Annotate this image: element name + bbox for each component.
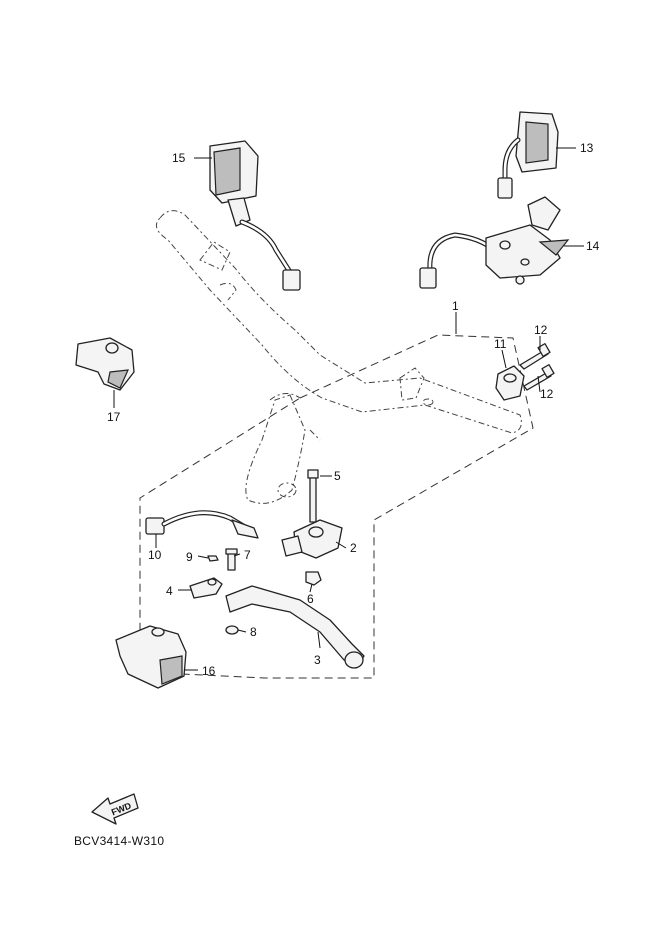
left-grip-end [75, 337, 135, 391]
clutch-switch [145, 510, 259, 539]
callout-17: 17 [107, 410, 121, 424]
callout-7: 7 [244, 548, 251, 562]
lever-washer [225, 625, 239, 635]
callout-2: 2 [350, 541, 357, 555]
holder-bolt [307, 469, 319, 523]
callout-15: 15 [172, 151, 186, 165]
drawing-code: BCV3414-W310 [74, 834, 165, 848]
callout-14: 14 [586, 239, 600, 253]
callout-3: 3 [314, 653, 321, 667]
left-handlebar-switch [209, 140, 301, 291]
handlebar-holder [495, 365, 525, 401]
handlebar [155, 210, 522, 504]
lever-holder [281, 519, 343, 559]
callout-12-top: 12 [534, 323, 548, 337]
callout-11: 11 [494, 337, 507, 351]
lever-pin [207, 555, 219, 562]
holder-nut [305, 571, 322, 586]
callout-9: 9 [186, 550, 193, 564]
assembly-boundary [139, 334, 534, 679]
start-switch-assembly [419, 196, 570, 289]
callout-8: 8 [250, 625, 257, 639]
lever-cover [115, 625, 187, 689]
right-handlebar-switch [497, 111, 559, 199]
lever-pivot-bolt [225, 548, 238, 571]
clutch-lever [225, 585, 365, 669]
callout-12-bottom: 12 [540, 387, 554, 401]
callout-16: 16 [202, 664, 216, 678]
callout-5: 5 [334, 469, 341, 483]
lever-adjuster [189, 577, 223, 599]
callout-6: 6 [307, 592, 314, 606]
callout-10: 10 [148, 548, 162, 562]
fwd-arrow-icon: FWD [91, 793, 139, 825]
holder-bolts [519, 343, 555, 391]
leader-lines [113, 147, 584, 671]
callout-1: 1 [452, 299, 459, 313]
callout-labels: 1 2 3 4 5 6 7 8 9 10 11 12 12 13 14 15 1… [107, 141, 600, 678]
callout-4: 4 [166, 584, 173, 598]
callout-13: 13 [580, 141, 594, 155]
